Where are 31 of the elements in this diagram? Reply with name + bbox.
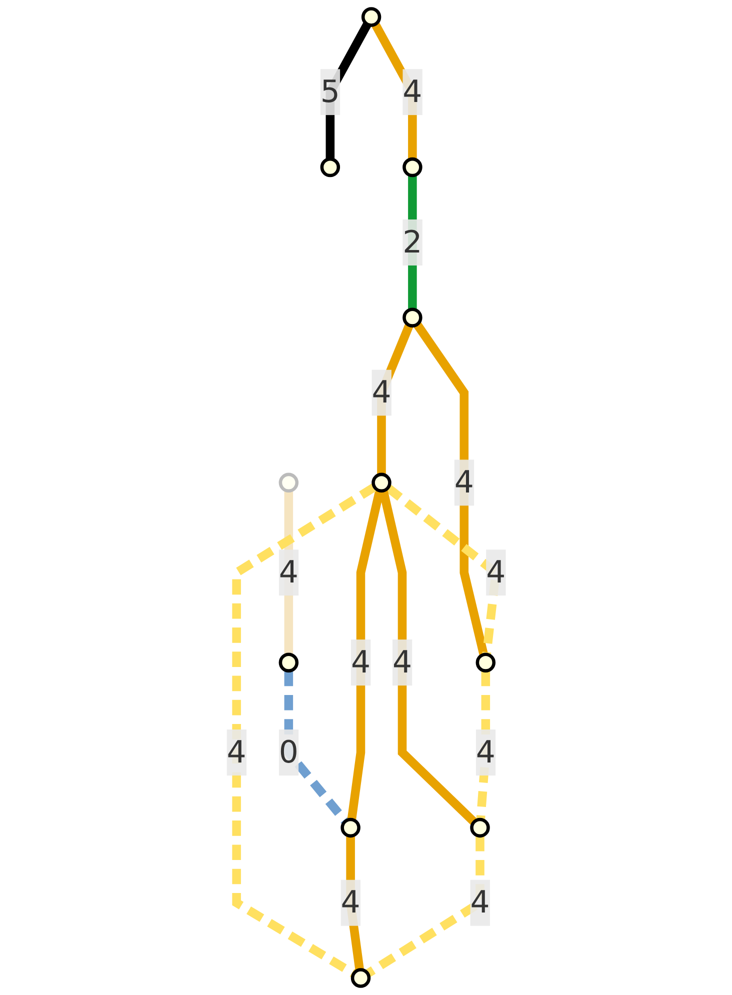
edge-label: 4 [476,734,496,770]
node-circle [278,652,298,672]
edge-label: 4 [470,884,490,920]
edge-label: 4 [340,884,360,920]
edge-label: 4 [486,554,506,590]
edge-label: 4 [372,374,392,410]
edge-label: 4 [454,464,474,500]
node-circle [350,968,370,988]
node-circle [278,472,298,493]
edge-label: 4 [278,554,298,590]
edge-label: 2 [402,224,422,260]
edge-label: 4 [402,74,422,110]
edge-label: 4 [350,644,370,680]
node-circle [361,7,381,27]
connector [284,670,348,824]
node-circle [402,157,422,178]
node-circle [402,308,422,328]
connector [378,490,477,826]
node-circle [320,157,340,178]
connector [365,836,484,978]
node-circle [476,652,496,672]
connector [413,322,488,656]
connector [232,483,377,978]
edge-label: 4 [226,734,246,770]
node-circle [371,472,392,493]
edge-label: 5 [320,74,340,110]
node-circle [470,818,490,838]
node-circle [340,818,360,838]
edge-label: 4 [392,644,412,680]
connector [347,490,384,820]
edge-label: 0 [278,734,298,770]
